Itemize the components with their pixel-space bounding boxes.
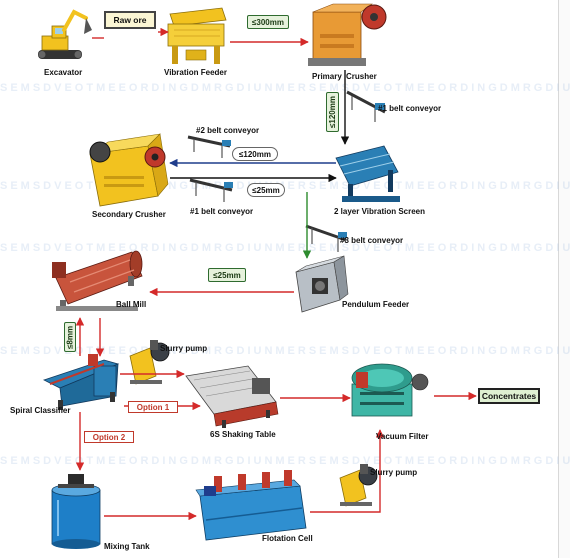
option-1-tag: Option 1 [128,401,178,413]
concentrates-tag: Concentrates [478,388,540,404]
primary-crusher-label: Crusher [346,72,377,81]
belt-conveyor-icon [187,135,231,158]
vacuum-filter-icon [351,363,429,417]
slurry-pump-label: Slurry pump [370,468,418,477]
belt-conveyor-label: #1 belt conveyor [378,104,442,113]
right-panel-edge [558,0,570,558]
shaking-table-label: 6S Shaking Table [210,430,276,439]
size-tag-300: ≤300mm [247,15,289,29]
belt-conveyor-label: #2 belt conveyor [196,126,260,135]
vacuum-filter-label: Vacuum Filter [376,432,429,441]
size-tag-120: ≤120mm [232,147,278,161]
size-tag-8: ≤8mm [64,322,76,352]
flow-arrow [310,429,385,513]
vibration-screen-label: 2 layer Vibration Screen [334,207,426,216]
primary-crusher-icon [308,3,387,66]
belt-conveyor-label: #3 belt conveyor [340,236,404,245]
primary-crusher-label: Primary [312,72,342,81]
ball-mill-icon [52,250,143,311]
belt-conveyor-icon [305,224,347,252]
pendulum-feeder-label: Pendulum Feeder [342,300,410,309]
raw-ore-tag: Raw ore [104,11,156,29]
ball-mill-label: Ball Mill [116,300,147,309]
slurry-pump-label: Slurry pump [160,344,208,353]
size-tag-25: ≤25mm [208,268,246,282]
vibration-feeder-icon [167,7,227,64]
spiral-classifier-icon [42,354,120,410]
flotation-cell-icon [195,470,307,541]
slurry-pump-icon [129,340,170,385]
secondary-crusher-icon [89,133,169,207]
flotation-cell-label: Flotation Cell [262,534,313,543]
secondary-crusher-label: Secondary Crusher [92,210,166,219]
belt-conveyor-icon [346,90,386,122]
vibration-feeder-label: Vibration Feeder [164,68,227,77]
belt-conveyor-icon [189,178,233,202]
shaking-table-icon [185,365,279,428]
option-2-tag: Option 2 [84,431,134,443]
excavator-label: Excavator [44,68,83,77]
size-tag-25: ≤25mm [247,183,285,197]
pendulum-feeder-icon [295,255,349,313]
belt-conveyor-label: #1 belt conveyor [190,207,254,216]
slurry-pump-icon [339,464,378,507]
mixing-tank-label: Mixing Tank [104,542,150,551]
size-tag-120-vertical: ≤120mm [326,92,339,132]
excavator-icon [38,9,92,59]
mixing-tank-icon [51,474,101,549]
vibration-screen-icon [335,145,400,202]
spiral-classifier-label: Spiral Classifier [10,406,71,415]
